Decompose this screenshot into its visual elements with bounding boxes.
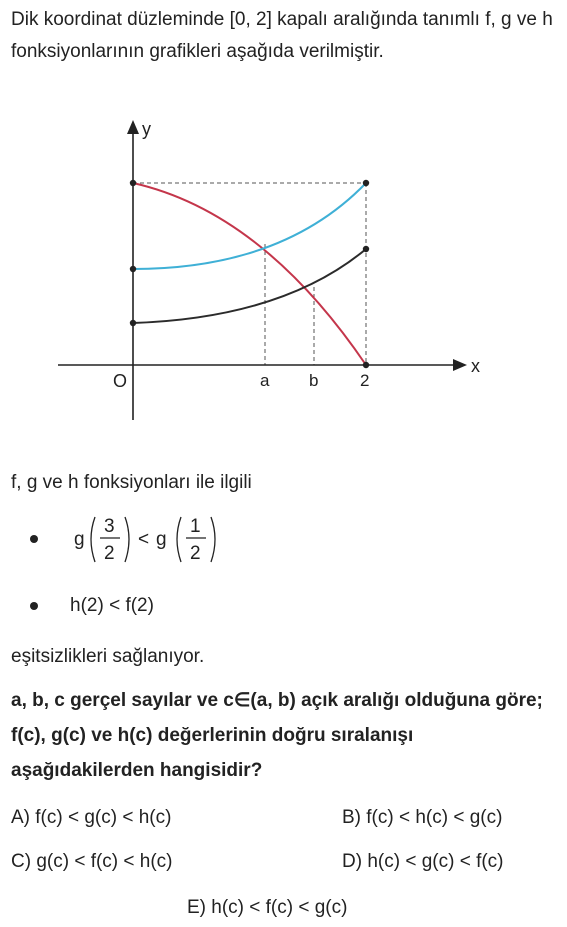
tick-label-a: a	[260, 371, 270, 390]
option-a[interactable]: A) f(c) < g(c) < h(c)	[11, 807, 172, 828]
point-g-end	[362, 179, 370, 187]
cond1-right-den: 2	[190, 543, 201, 564]
cond1-left-den: 2	[104, 543, 115, 564]
point-h-end	[362, 245, 370, 253]
point-f-start	[129, 179, 137, 187]
cond1-left-paren-close	[124, 516, 130, 563]
bullet-1	[30, 535, 38, 543]
tick-label-2: 2	[360, 371, 369, 390]
option-d[interactable]: D) h(c) < g(c) < f(c)	[342, 851, 504, 872]
option-b[interactable]: B) f(c) < h(c) < g(c)	[342, 807, 503, 828]
point-f-end	[362, 361, 370, 369]
y-axis-arrow	[127, 120, 139, 134]
tail-text: eşitsizlikleri sağlanıyor.	[11, 646, 205, 667]
condition-1: g 3 2 < g 1 2	[74, 516, 216, 564]
curve-f	[132, 182, 367, 366]
cond1-right-func: g	[156, 529, 167, 550]
curve-g	[132, 182, 367, 270]
intro-text: Dik koordinat düzleminde [0, 2] kapalı a…	[11, 9, 553, 62]
option-e[interactable]: E) h(c) < f(c) < g(c)	[187, 897, 348, 918]
x-axis-label: x	[471, 356, 480, 376]
lead-text: f, g ve h fonksiyonları ile ilgili	[11, 472, 252, 493]
question-text: a, b, c gerçel sayılar ve c∈(a, b) açık …	[11, 690, 543, 781]
cond1-left-num: 3	[104, 516, 115, 537]
point-h-start	[129, 319, 137, 327]
curve-h	[132, 248, 367, 324]
condition-2: h(2) < f(2)	[70, 595, 154, 616]
tick-label-b: b	[309, 371, 318, 390]
cond1-right-num: 1	[190, 516, 201, 537]
function-graph: y x O a b 2	[58, 119, 480, 420]
cond1-right-paren-close	[210, 516, 216, 563]
option-c[interactable]: C) g(c) < f(c) < h(c)	[11, 851, 173, 872]
y-axis-label: y	[142, 119, 151, 139]
cond1-relation: <	[138, 529, 149, 550]
cond1-left-func: g	[74, 529, 85, 550]
origin-label: O	[113, 371, 127, 391]
cond1-left-paren-open	[90, 516, 96, 563]
bullet-2	[30, 602, 38, 610]
x-axis-arrow	[453, 359, 467, 371]
point-g-start	[129, 265, 137, 273]
cond1-right-paren-open	[176, 516, 182, 563]
